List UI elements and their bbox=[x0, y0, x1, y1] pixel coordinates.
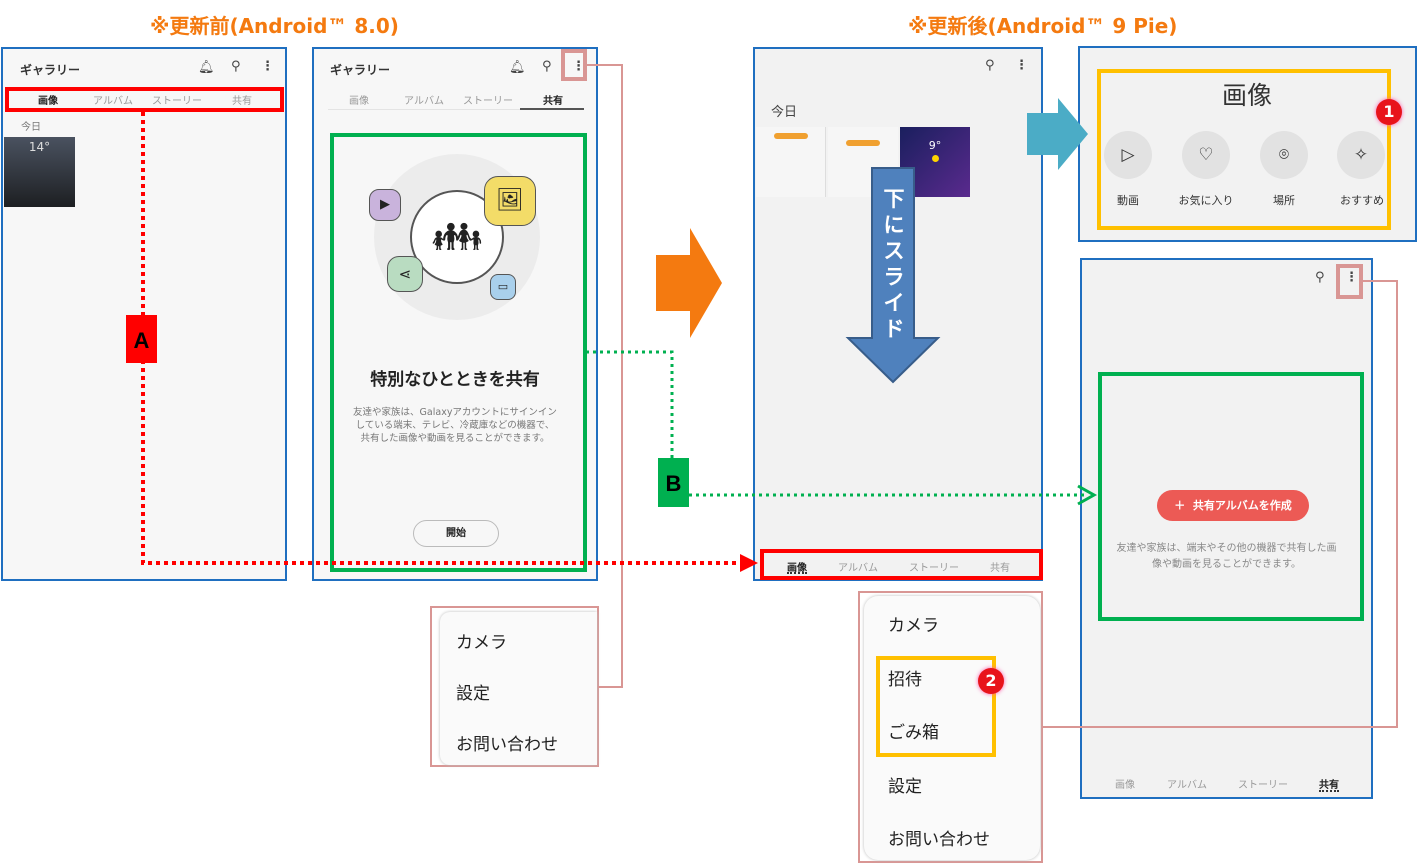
more-icon[interactable]: ⋮ bbox=[261, 59, 274, 74]
tab-stories[interactable]: ストーリー bbox=[909, 563, 959, 574]
tv-icon: ▭ bbox=[490, 274, 516, 300]
more-highlight bbox=[561, 49, 587, 81]
tab-images[interactable]: 画像 bbox=[38, 96, 58, 107]
after-title: ※更新後(Android™ 9 Pie) bbox=[908, 14, 1178, 38]
create-shared-album-button[interactable]: ＋ 共有アルバムを作成 bbox=[1157, 490, 1309, 521]
bell-icon[interactable]: 🔔︎ bbox=[198, 60, 215, 75]
start-button[interactable]: 開始 bbox=[413, 520, 499, 547]
search-icon[interactable]: ⚲ bbox=[231, 59, 241, 74]
badge-1: 1 bbox=[1376, 99, 1402, 125]
search-icon[interactable]: ⚲ bbox=[542, 59, 552, 74]
tab-albums[interactable]: アルバム bbox=[404, 96, 444, 107]
search-icon[interactable]: ⚲ bbox=[1315, 270, 1325, 285]
tab-shared[interactable]: 共有 bbox=[232, 96, 252, 107]
after-shared-screen: ⚲ ⋮ ＋ 共有アルバムを作成 友達や家族は、端末やその他の機器で共有した画像や… bbox=[1080, 258, 1373, 799]
photo-thumbnail[interactable]: 9° bbox=[900, 127, 970, 197]
suggestions-icon[interactable]: ✧ bbox=[1337, 131, 1385, 179]
share-icon: ⋖ bbox=[387, 256, 423, 292]
menu-item-camera[interactable]: カメラ bbox=[888, 616, 939, 636]
today-label: 今日 bbox=[21, 122, 41, 133]
photo-thumbnail[interactable]: 14° bbox=[4, 137, 75, 207]
video-icon: ▶ bbox=[369, 189, 401, 221]
before-gallery-images-screen: ギャラリー 🔔︎ ⚲ ⋮ 画像 アルバム ストーリー 共有 今日 14° bbox=[1, 47, 287, 581]
thumb-temp: 9° bbox=[928, 139, 942, 152]
before-title: ※更新前(Android™ 8.0) bbox=[150, 14, 399, 38]
search-icon[interactable]: ⚲ bbox=[985, 58, 995, 73]
after-overflow-menu: カメラ 招待 ごみ箱 設定 お問い合わせ bbox=[864, 596, 1040, 860]
app-title: ギャラリー bbox=[330, 63, 391, 77]
orange-arrow bbox=[656, 228, 722, 338]
share-heading: 特別なひとときを共有 bbox=[370, 370, 540, 390]
heart-icon[interactable]: ♡ bbox=[1182, 131, 1230, 179]
tab-albums[interactable]: アルバム bbox=[838, 563, 878, 574]
tab-stories[interactable]: ストーリー bbox=[152, 96, 202, 107]
menu-item-invite[interactable]: 招待 bbox=[888, 670, 922, 690]
before-gallery-shared-screen: ギャラリー 🔔︎ ⚲ ⋮ 画像 アルバム ストーリー 共有 👪︎ ▶ 🖼︎ ⋖ … bbox=[312, 47, 598, 581]
active-tab-indicator bbox=[520, 108, 584, 110]
label-suggestions: おすすめ bbox=[1340, 194, 1384, 207]
label-favorites: お気に入り bbox=[1178, 194, 1234, 207]
bell-icon[interactable]: 🔔︎ bbox=[509, 60, 526, 75]
after-image-section-screen: 画像 ▷ ♡ ⌾ ✧ 動画 お気に入り 場所 おすすめ 1 bbox=[1078, 46, 1417, 242]
tab-albums[interactable]: アルバム bbox=[1167, 780, 1207, 791]
menu-item-settings[interactable]: 設定 bbox=[456, 684, 490, 704]
menu-item-contact[interactable]: お問い合わせ bbox=[888, 830, 990, 850]
tabs-highlight bbox=[5, 87, 284, 112]
tabs-highlight bbox=[760, 549, 1043, 580]
thumb-temp: 14° bbox=[28, 140, 51, 154]
before-overflow-menu: カメラ 設定 お問い合わせ bbox=[440, 612, 597, 765]
badge-2: 2 bbox=[978, 668, 1004, 694]
menu-item-trash[interactable]: ごみ箱 bbox=[888, 723, 939, 743]
label-b-box bbox=[658, 458, 689, 507]
more-icon[interactable]: ⋮ bbox=[572, 59, 585, 74]
share-description: 友達や家族は、端末やその他の機器で共有した画像や動画を見ることができます。 bbox=[1116, 543, 1337, 570]
tab-images[interactable]: 画像 bbox=[349, 96, 369, 107]
image-section-highlight bbox=[1097, 69, 1391, 230]
app-title: ギャラリー bbox=[20, 63, 81, 77]
menu-item-settings[interactable]: 設定 bbox=[888, 777, 922, 797]
more-icon[interactable]: ⋮ bbox=[1015, 58, 1028, 73]
image-icon: 🖼︎ bbox=[484, 176, 536, 226]
tab-images[interactable]: 画像 bbox=[787, 563, 807, 574]
slide-down-label: 下にスライド bbox=[883, 187, 905, 341]
label-b: B bbox=[666, 471, 682, 496]
more-highlight bbox=[1336, 264, 1363, 299]
menu-item-contact[interactable]: お問い合わせ bbox=[456, 735, 558, 755]
image-section-title: 画像 bbox=[1221, 81, 1272, 110]
tab-shared[interactable]: 共有 bbox=[1319, 780, 1339, 791]
tab-stories[interactable]: ストーリー bbox=[1238, 780, 1288, 791]
tab-stories[interactable]: ストーリー bbox=[463, 96, 513, 107]
share-illustration: 👪︎ ▶ 🖼︎ ⋖ ▭ bbox=[369, 154, 540, 320]
tab-shared[interactable]: 共有 bbox=[990, 563, 1010, 574]
today-label: 今日 bbox=[771, 105, 798, 120]
tab-albums[interactable]: アルバム bbox=[93, 96, 133, 107]
label-places: 場所 bbox=[1273, 194, 1295, 207]
location-pin-icon[interactable]: ⌾ bbox=[1260, 131, 1308, 179]
share-dotted-arrow bbox=[586, 350, 674, 458]
photo-thumbnail[interactable] bbox=[756, 127, 826, 197]
create-label: 共有アルバムを作成 bbox=[1192, 499, 1292, 512]
video-icon[interactable]: ▷ bbox=[1104, 131, 1152, 179]
tab-shared[interactable]: 共有 bbox=[543, 96, 563, 107]
new-items-highlight bbox=[876, 656, 996, 757]
menu-item-camera[interactable]: カメラ bbox=[456, 633, 507, 653]
label-video: 動画 bbox=[1117, 194, 1139, 207]
share-description: 友達や家族は、Galaxyアカウントにサインインしている端末、テレビ、冷蔵庫など… bbox=[353, 407, 557, 444]
tab-images[interactable]: 画像 bbox=[1115, 780, 1135, 791]
